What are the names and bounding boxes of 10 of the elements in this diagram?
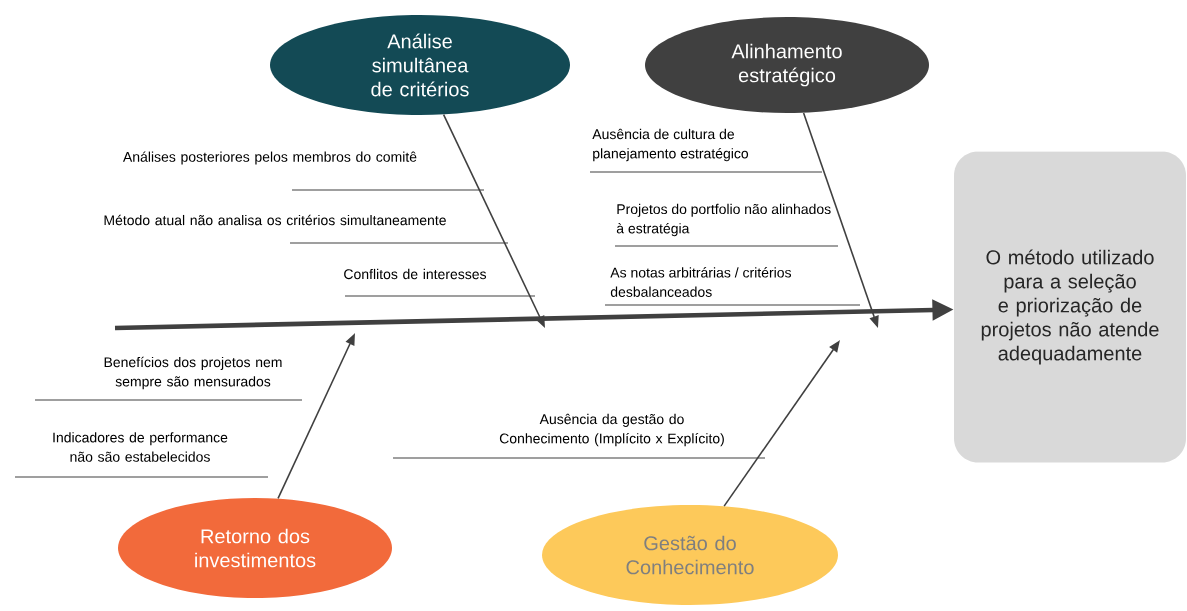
cause-label: Ausência de cultura de planejamento estratégico: [592, 128, 749, 162]
effect-box: O método utilizado para a seleção e priorização de projetos não atende adequadamente: [954, 151, 1186, 463]
cause-label: Benefícios dos projetos nem sempre são mensurados: [104, 356, 282, 390]
cause-label: Método atual não analisa os critérios simultaneamente: [104, 214, 446, 226]
cause-label: As notas arbitrárias / critérios desbalanceados: [610, 267, 791, 297]
cause-label: Conflitos de interesses: [344, 268, 487, 280]
cause-label: Indicadores de performance não são estabelecidos: [53, 432, 228, 462]
cause-label: Projetos do portfolio não alinhados à estratégia: [616, 203, 831, 237]
cause-label: Análises posteriores pelos membros do comitê: [122, 151, 417, 165]
cause-label: Ausência da gestão do Conhecimento (Implícito x Explícito): [499, 413, 724, 447]
